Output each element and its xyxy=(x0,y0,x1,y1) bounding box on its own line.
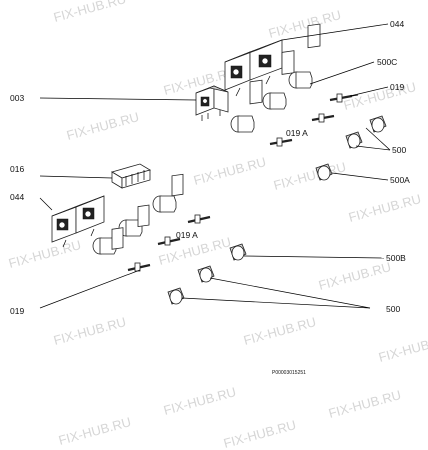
callout-label-016: 016 xyxy=(10,164,24,174)
callout-label-044: 044 xyxy=(10,192,24,202)
double-switch-block-left xyxy=(51,195,105,248)
knob-sleeve-lower-c xyxy=(92,227,124,255)
watermark-text: FIX-HUB.RU xyxy=(327,387,403,421)
leader-lines xyxy=(39,23,391,309)
double-switch-block-top xyxy=(224,39,283,97)
callout-label-019a: 019 A xyxy=(286,128,308,138)
shaft-019-a xyxy=(329,93,359,103)
knob-sleeve-lower-a xyxy=(152,173,184,213)
watermark-text: FIX-HUB.RU xyxy=(52,314,128,348)
watermark-text: FIX-HUB.RU xyxy=(267,7,343,41)
shaft-019-c xyxy=(269,137,293,147)
watermark-text: FIX-HUB.RU xyxy=(317,259,393,293)
knob-sleeve-500c-b xyxy=(262,50,295,110)
watermark-text: FIX-HUB.RU xyxy=(162,384,238,418)
watermark-text: FIX-HUB.RU xyxy=(192,154,268,188)
callout-label-500: 500 xyxy=(386,304,400,314)
terminal-block xyxy=(111,163,151,189)
knob-500-b xyxy=(345,131,363,149)
watermark-text: FIX-HUB.RU xyxy=(222,417,298,450)
callout-labels: 044 500C 003 019 019 A 500 016 500A 044 … xyxy=(10,19,410,316)
shaft-lower-c xyxy=(127,262,151,272)
callout-label-500b: 500B xyxy=(386,253,406,263)
knob-500b xyxy=(229,243,247,261)
single-switch xyxy=(195,85,229,121)
knob-500-lower-b xyxy=(167,287,185,305)
callout-label-500c: 500C xyxy=(377,57,397,67)
callout-label-500a: 500A xyxy=(390,175,410,185)
watermark-text: FIX-HUB.RU xyxy=(7,237,83,271)
callout-label-019: 019 xyxy=(10,306,24,316)
callout-label-019: 019 xyxy=(390,82,404,92)
watermark-text: FIX-HUB.RU xyxy=(272,159,348,193)
knob-sleeve-500c-c xyxy=(230,79,263,133)
shaft-lower-b xyxy=(157,236,181,246)
callout-label-003: 003 xyxy=(10,93,24,103)
shaft-019-b xyxy=(311,113,335,123)
callout-label-500: 500 xyxy=(392,145,406,155)
watermark-text: FIX-HUB.RU xyxy=(377,331,428,365)
reference-code: P00003015251 xyxy=(272,370,306,376)
knob-500a xyxy=(315,163,333,181)
knob-500-lower-a xyxy=(197,265,215,283)
knob-sleeve-500c-a xyxy=(288,23,321,89)
knob-sleeve-lower-b xyxy=(118,204,150,237)
callout-label-019a: 019 A xyxy=(176,230,198,240)
watermark-text: FIX-HUB.RU xyxy=(57,414,133,448)
callout-label-044: 044 xyxy=(390,19,404,29)
watermark-text: FIX-HUB.RU xyxy=(65,109,141,143)
watermark-text: FIX-HUB.RU xyxy=(242,314,318,348)
watermark-text: FIX-HUB.RU xyxy=(347,191,423,225)
watermark-text: FIX-HUB.RU xyxy=(52,0,128,25)
knob-500-a xyxy=(369,115,387,133)
shaft-lower-a xyxy=(187,214,211,224)
